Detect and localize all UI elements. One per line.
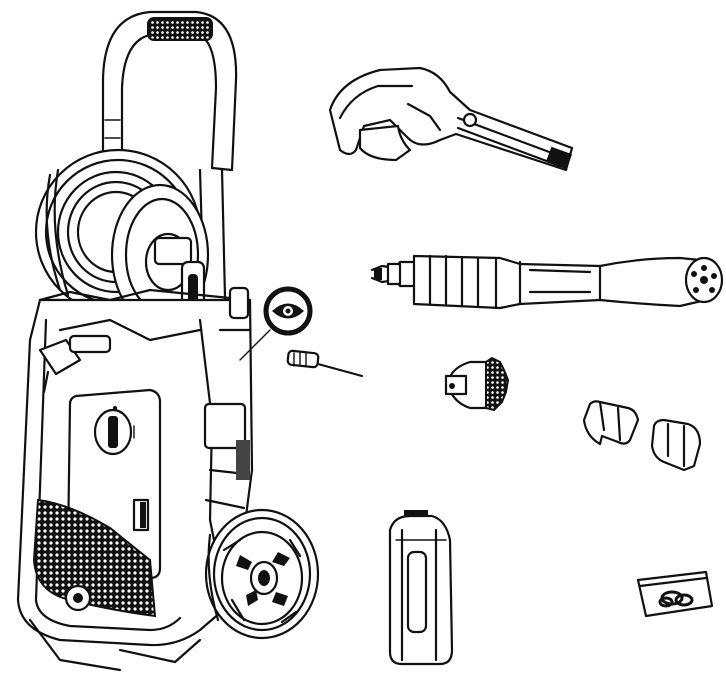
- trigger-gun: [328, 66, 574, 172]
- pressure-washer-unit: [16, 10, 320, 672]
- rotary-nozzle: [444, 356, 510, 412]
- wheel: [204, 508, 320, 640]
- spray-lance: [370, 254, 724, 310]
- hose-clips: [582, 400, 702, 472]
- detergent-bottle: [388, 510, 454, 666]
- washer-body: [16, 286, 254, 672]
- handle-grip: [147, 17, 213, 41]
- vent-grille: [32, 498, 157, 618]
- o-ring-bag: [636, 570, 714, 618]
- eye-callout: [239, 286, 313, 361]
- nozzle-cleaning-needle: [286, 349, 364, 378]
